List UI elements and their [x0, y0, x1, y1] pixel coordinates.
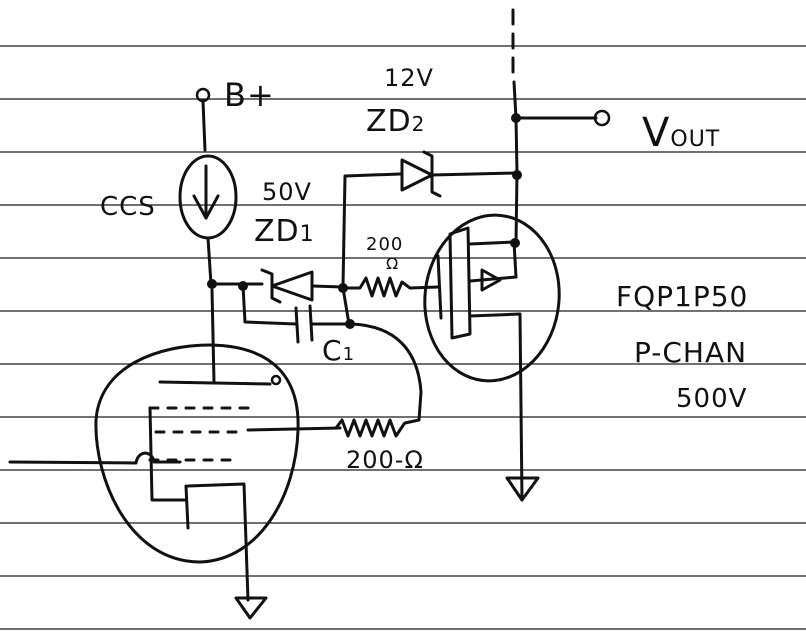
- c1-label: C1: [322, 334, 355, 367]
- b-plus-terminal: [195, 87, 211, 152]
- ccs-symbol: [178, 154, 238, 240]
- vout-label: VOUT: [642, 110, 720, 156]
- gate-resistor-unit-label: Ω: [386, 254, 400, 273]
- zd2-voltage-label: 12V: [384, 64, 434, 92]
- zd1-voltage-label: 50V: [262, 178, 312, 206]
- vout-main-text: V: [642, 110, 671, 156]
- gate-resistor-value-label: 200: [366, 234, 404, 255]
- ground-arrow-tube: [234, 596, 268, 620]
- zd2-name-label: ZD2: [366, 104, 425, 139]
- grid-resistor-label: 200-Ω: [346, 446, 424, 474]
- mosfet-part-label: FQP1P50: [616, 280, 749, 313]
- mosfet-type-label: P-CHAN: [634, 336, 748, 369]
- grid-resistor: [334, 418, 406, 438]
- ground-arrow-mosfet: [505, 476, 540, 502]
- ruled-lines: [0, 45, 806, 630]
- node-link-wire: [341, 286, 351, 326]
- zd2-lead-wire: [341, 172, 402, 289]
- ccs-to-node-wire: [206, 236, 213, 286]
- zd1-name-label: ZD1: [254, 214, 315, 249]
- pentode-tube: [8, 288, 342, 602]
- gate-resistor: [341, 276, 440, 298]
- feedback-wire: [348, 322, 423, 425]
- c1-name-text: C: [322, 334, 343, 367]
- mosfet-symbol: [423, 213, 561, 502]
- c1-sub-text: 1: [342, 344, 356, 365]
- zd2-sub-text: 2: [411, 112, 426, 136]
- ccs-label: CCS: [100, 192, 156, 222]
- junction-dot: [207, 279, 217, 289]
- zd2-zener-diode: [400, 150, 518, 198]
- zd1-sub-text: 1: [299, 222, 315, 247]
- zd2-name-text: ZD: [366, 104, 412, 139]
- c1-capacitor: [241, 284, 352, 344]
- zd1-zener-diode: [260, 268, 345, 304]
- mosfet-voltage-label: 500V: [676, 384, 748, 414]
- vout-sub-text: OUT: [670, 127, 721, 152]
- b-plus-label: B+: [224, 76, 275, 114]
- drain-rail: [512, 80, 519, 245]
- zd1-name-text: ZD: [254, 214, 300, 249]
- vout-terminal: [593, 109, 611, 127]
